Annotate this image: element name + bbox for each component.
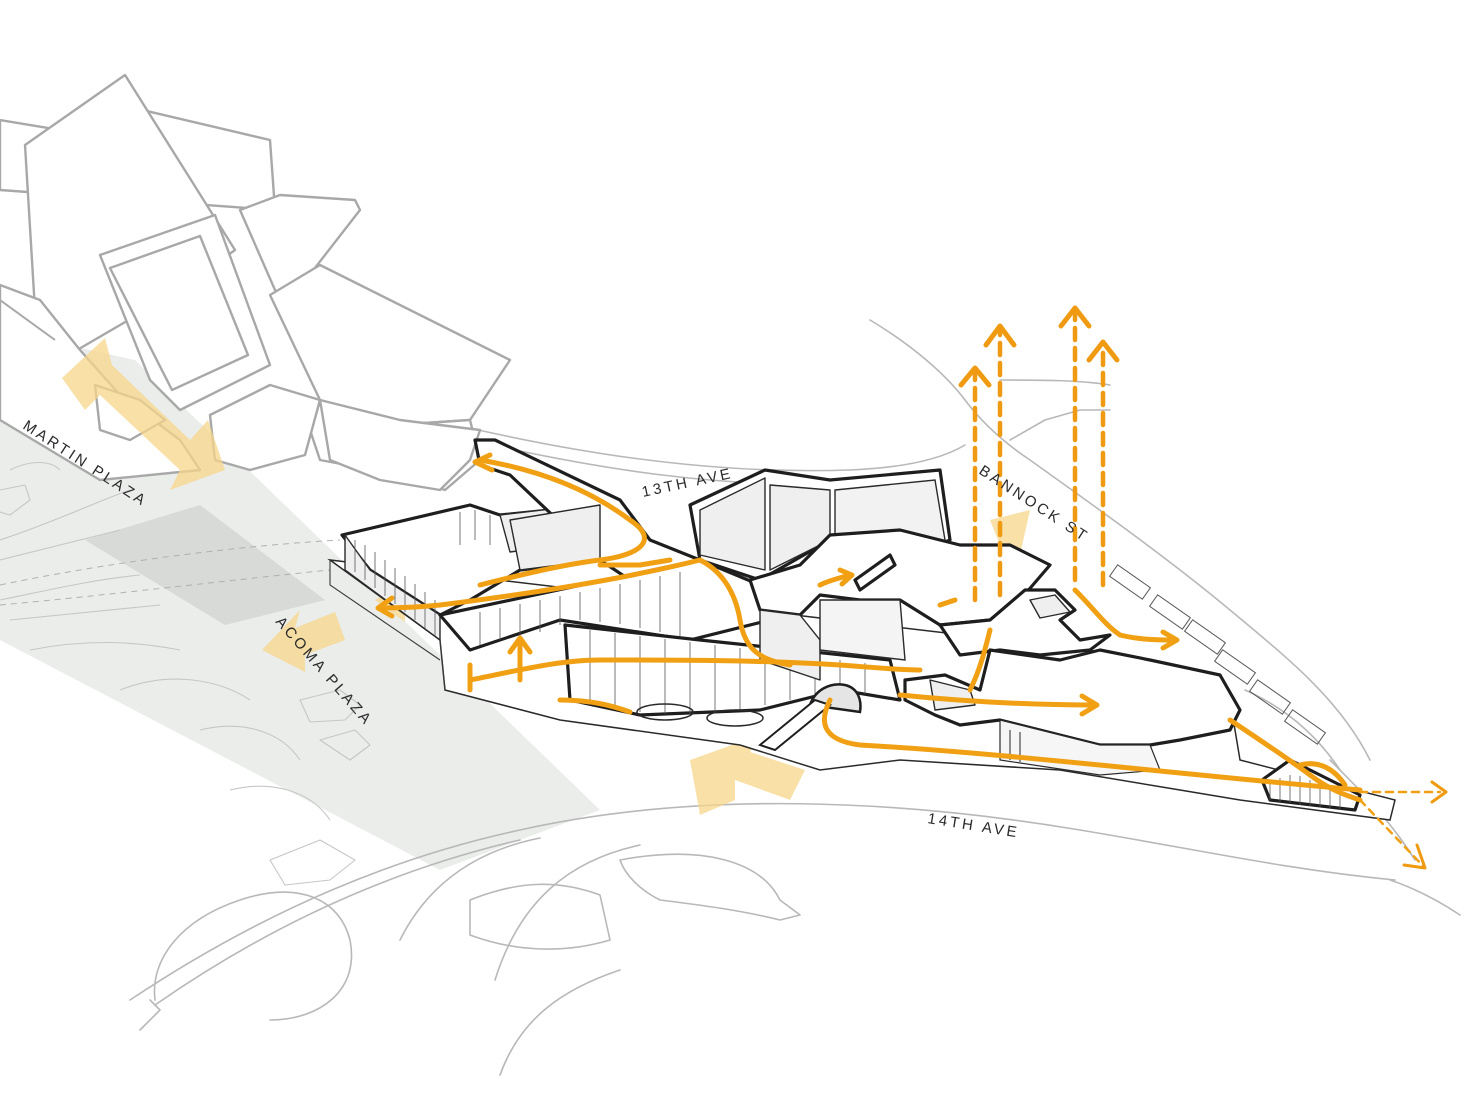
bannock-path [1075, 590, 1175, 640]
angular-museum-building [0, 75, 510, 490]
